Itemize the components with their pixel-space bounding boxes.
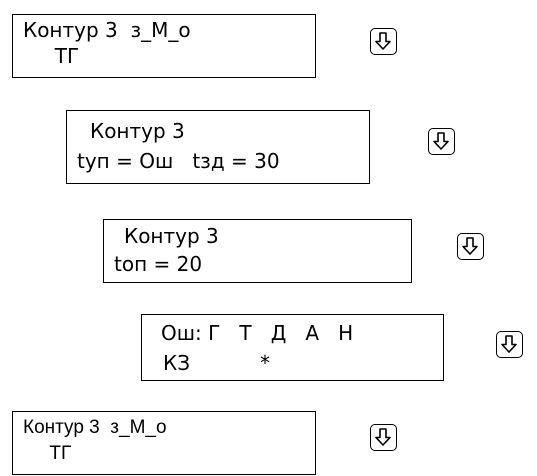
down-arrow-key-icon[interactable] [428, 128, 455, 155]
down-arrow-key-icon[interactable] [457, 233, 484, 260]
screen-4-line-1: Ош: Г Т Д А Н [161, 321, 354, 345]
screen-4-line-2: КЗ * [163, 351, 270, 375]
screen-2-line-1: Контур 3 [90, 119, 185, 143]
lcd-screen-5 [12, 411, 316, 475]
down-arrow-key-icon[interactable] [370, 424, 397, 451]
lcd-screen-2 [66, 110, 370, 184]
screen-1-line-1: Контур 3 з_М_о [23, 18, 191, 42]
screen-1-line-2: ТГ [23, 44, 80, 68]
lcd-screen-1 [12, 14, 316, 78]
screen-2-line-2: tуп = Ош tзд = 30 [77, 149, 280, 173]
down-arrow-key-icon[interactable] [370, 28, 397, 55]
screen-5-line-1: Контур 3 з_М_о [23, 417, 167, 438]
lcd-screen-4 [141, 314, 444, 381]
screen-5-line-2: ТГ [23, 443, 72, 464]
lcd-screen-3 [103, 219, 412, 283]
down-arrow-key-icon[interactable] [496, 331, 523, 358]
screen-3-line-2: tоп = 20 [114, 252, 203, 276]
screen-3-line-1: Контур 3 [124, 224, 219, 248]
